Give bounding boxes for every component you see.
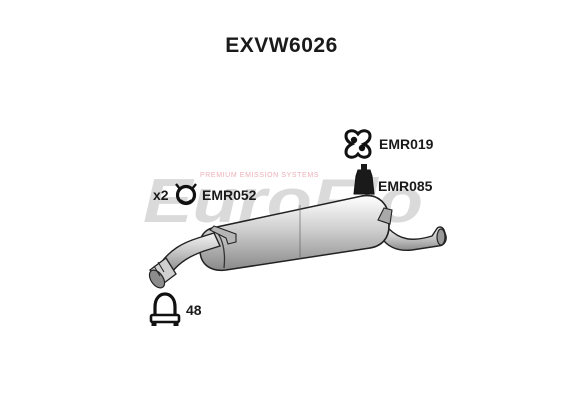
inlet-hanger-bracket xyxy=(209,225,237,245)
gasket-ring-icon xyxy=(175,183,197,206)
part-label-48: 48 xyxy=(186,302,202,318)
watermark-tagline-text: PREMIUM EMISSION SYSTEMS xyxy=(200,172,319,179)
rear-silencer xyxy=(148,194,447,289)
rubber-mount-icon xyxy=(353,164,375,195)
part-label-emr019: EMR019 xyxy=(379,136,434,152)
part-qty-emr052: x2 xyxy=(153,187,169,203)
part-number-title: EXVW6026 xyxy=(225,34,338,57)
tailpipe-opening xyxy=(436,228,446,246)
part-label-emr085: EMR085 xyxy=(378,178,433,194)
u-clamp-icon xyxy=(149,292,181,326)
rubber-hanger-icon xyxy=(344,129,372,159)
inlet-pipe xyxy=(159,232,221,273)
part-label-emr052: EMR052 xyxy=(202,187,257,203)
silencer-bracket xyxy=(377,207,393,225)
tailpipe-outlet xyxy=(381,226,447,252)
inlet-opening xyxy=(148,269,166,289)
